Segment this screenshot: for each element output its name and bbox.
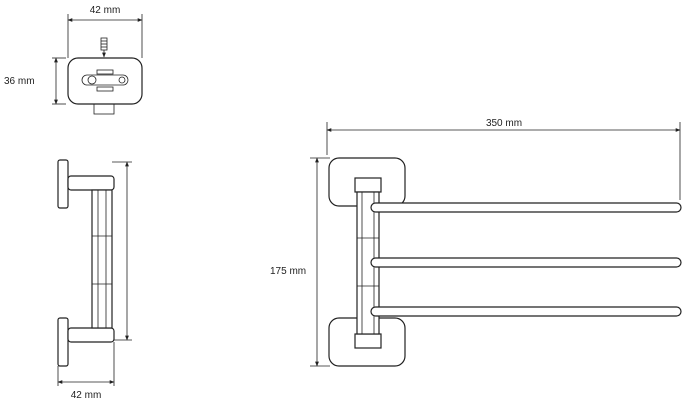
keyhole-slot — [81, 74, 129, 86]
front-height-label: 175 mm — [270, 266, 306, 277]
towel-arm-1 — [370, 202, 682, 213]
front-view: 350 mm 175 mm — [270, 118, 682, 367]
side-wall-plate-bottom — [57, 317, 69, 367]
towel-arm-2 — [370, 257, 682, 268]
towel-arm-3 — [370, 306, 682, 317]
front-cap-bottom — [354, 333, 382, 349]
side-column — [91, 189, 113, 329]
front-width-label: 350 mm — [486, 118, 522, 129]
side-wall-plate-top — [57, 159, 69, 209]
stem — [93, 103, 115, 115]
side-view: 42 mm — [57, 159, 132, 401]
side-arm-top — [67, 175, 115, 191]
side-arm-bottom — [67, 327, 115, 343]
top-height-label: 36 mm — [4, 76, 35, 87]
mounting-plate — [67, 57, 143, 105]
top-width-label: 42 mm — [90, 5, 121, 16]
front-cap-top — [354, 177, 382, 193]
top-view: 42 mm 36 mm — [4, 5, 143, 115]
side-base-label: 42 mm — [71, 390, 102, 401]
